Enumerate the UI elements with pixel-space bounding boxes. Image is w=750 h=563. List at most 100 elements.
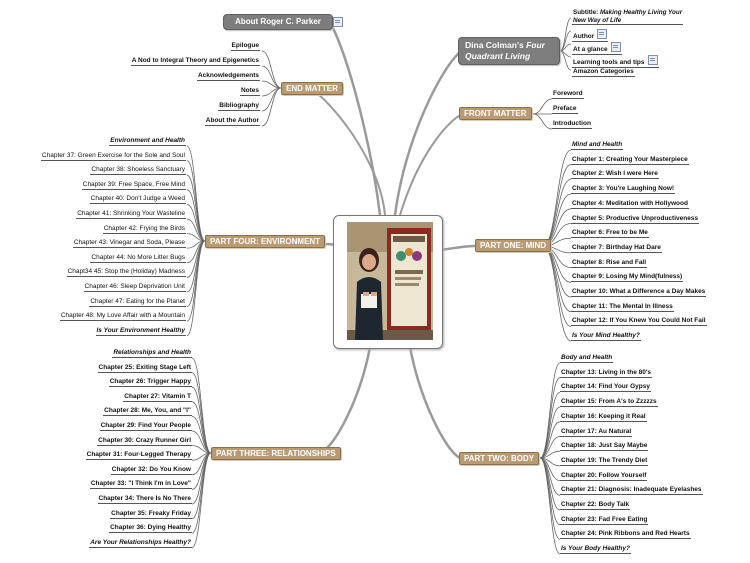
part-four-item[interactable]: Environment and Health xyxy=(109,137,186,146)
part-three-item[interactable]: Chapter 36: Dying Healthy xyxy=(109,524,192,534)
part-four-item[interactable]: Chapt34 45: Stop the (Holiday) Madness xyxy=(66,268,186,278)
subtitle-text-2: New Way of Life xyxy=(573,16,622,24)
part-one-item[interactable]: Chapter 12: If You Knew You Could Not Fa… xyxy=(571,317,707,327)
end-matter-branch[interactable]: END MATTER xyxy=(281,82,343,95)
part-one-item[interactable]: Chapter 3: You're Laughing Now! xyxy=(571,185,676,195)
connector-line xyxy=(393,51,461,216)
part-four-item[interactable]: Chapter 39: Free Space, Free Mind xyxy=(81,180,186,190)
connector-line xyxy=(539,436,561,459)
front-matter-branch[interactable]: FRONT MATTER xyxy=(459,107,532,120)
part-four-item[interactable]: Chapter 37: Green Exercise for the Sole … xyxy=(40,151,186,161)
part-four-item[interactable]: Chapter 44: No More Litter Bugs xyxy=(90,253,186,263)
part-three-item[interactable]: Chapter 31: Four-Legged Therapy xyxy=(85,451,192,461)
author-item[interactable]: Author xyxy=(572,29,609,42)
part-two-item[interactable]: Chapter 18: Just Say Maybe xyxy=(560,442,649,452)
part-three-item[interactable]: Chapter 26: Trigger Happy xyxy=(108,378,192,388)
part-one-item[interactable]: Chapter 11: The Mental In Illness xyxy=(571,302,674,312)
part-two-item[interactable]: Chapter 14: Find Your Gypsy xyxy=(560,383,651,393)
part-two-item[interactable]: Chapter 22: Body Talk xyxy=(560,501,631,510)
book-title-node[interactable]: Dina Colman's Four Quadrant Living xyxy=(458,37,560,65)
end-matter-item[interactable]: About the Author xyxy=(204,117,260,126)
end-matter-item[interactable]: Acknowledgements xyxy=(196,72,260,81)
note-icon[interactable] xyxy=(333,17,343,27)
amazon-categories-item[interactable]: Amazon Categories xyxy=(572,68,635,77)
note-icon[interactable] xyxy=(647,55,658,65)
part-four-item[interactable]: Chapter 43: Vinegar and Soda, Please xyxy=(72,239,186,249)
part-two-branch[interactable]: PART TWO: BODY xyxy=(459,452,540,465)
part-one-item[interactable]: Chapter 6: Free to be Me xyxy=(571,229,649,239)
note-icon[interactable] xyxy=(610,42,621,52)
part-three-item[interactable]: Chapter 32: Do You Know xyxy=(110,465,192,475)
connector-line xyxy=(542,245,572,327)
subtitle-item[interactable]: Subtitle: Making Healthy Living Your New… xyxy=(572,9,684,25)
part-three-item[interactable]: Chapter 27: Vitamin T xyxy=(123,392,192,402)
part-four-item[interactable]: Chapter 42: Frying the Birds xyxy=(102,224,186,234)
about-author-label: About Roger C. Parker xyxy=(235,17,321,26)
end-matter-item[interactable]: Notes xyxy=(239,87,260,96)
part-two-item[interactable]: Is Your Body Healthy? xyxy=(560,545,631,555)
part-one-item[interactable]: Mind and Health xyxy=(571,141,624,150)
part-two-item[interactable]: Chapter 15: From A's to Zzzzzs xyxy=(560,398,658,408)
connector-line xyxy=(542,164,572,247)
part-two-item[interactable]: Chapter 16: Keeping it Real xyxy=(560,412,647,422)
connector-line xyxy=(261,65,282,89)
part-one-item[interactable]: Chapter 5: Productive Unproductiveness xyxy=(571,214,700,224)
part-two-item[interactable]: Chapter 20: Follow Yourself xyxy=(560,471,648,481)
part-one-item[interactable]: Chapter 9: Losing My Mind(fulness) xyxy=(571,273,684,283)
about-author-node[interactable]: About Roger C. Parker xyxy=(223,14,333,30)
learning-tools-item[interactable]: Learning tools and tips xyxy=(572,55,659,68)
connector-line xyxy=(186,240,206,337)
part-three-item[interactable]: Chapter 35: Freaky Friday xyxy=(110,509,192,519)
part-one-item[interactable]: Chapter 4: Meditation with Hollywood xyxy=(571,199,689,209)
connector-line xyxy=(440,244,477,252)
part-three-item[interactable]: Relationships and Health xyxy=(112,349,192,358)
part-two-item[interactable]: Body and Health xyxy=(560,354,614,363)
at-a-glance-item[interactable]: At a glance xyxy=(572,42,622,55)
part-four-item[interactable]: Chapter 40: Don't Judge a Weed xyxy=(89,195,186,205)
part-two-item[interactable]: Chapter 19: The Trendy Diet xyxy=(560,456,649,466)
connector-line xyxy=(191,452,212,534)
part-four-item[interactable]: Chapter 41: Shrinking Your Wasteline xyxy=(76,210,186,219)
connector-line xyxy=(186,240,206,322)
front-matter-item[interactable]: Preface xyxy=(552,105,578,114)
part-three-branch[interactable]: PART THREE: RELATIONSHIPS xyxy=(211,447,341,460)
part-four-branch[interactable]: PART FOUR: ENVIRONMENT xyxy=(205,235,326,248)
part-three-item[interactable]: Chapter 29: Find Your People xyxy=(99,422,192,431)
connector-line xyxy=(186,174,206,242)
part-two-item[interactable]: Chapter 21: Diagnosis: Inadequate Eyelas… xyxy=(560,486,703,496)
part-one-item[interactable]: Chapter 10: What a Difference a Day Make… xyxy=(571,288,707,297)
part-one-item[interactable]: Chapter 2: Wish I were Here xyxy=(571,170,659,180)
part-one-item[interactable]: Chapter 7: Birthday Hat Dare xyxy=(571,243,662,253)
part-three-item[interactable]: Chapter 28: Me, You, and "I" xyxy=(103,407,192,417)
part-one-item[interactable]: Chapter 1: Creating Your Masterpiece xyxy=(571,155,689,165)
amazon-categories-label: Amazon Categories xyxy=(573,68,634,75)
note-icon[interactable] xyxy=(597,29,608,39)
part-three-item[interactable]: Chapter 33: "I Think I'm in Love" xyxy=(89,480,192,490)
part-two-item[interactable]: Chapter 13: Living in the 80's xyxy=(560,368,653,378)
end-matter-item[interactable]: A Nod to Integral Theory and Epigenetics xyxy=(130,57,260,66)
part-three-item[interactable]: Chapter 30: Crazy Runner Girl xyxy=(97,436,192,446)
part-four-item[interactable]: Is Your Environment Healthy xyxy=(95,326,186,336)
part-three-item[interactable]: Are Your Relationships Healthy? xyxy=(89,538,192,548)
part-one-branch[interactable]: PART ONE: MIND xyxy=(475,239,552,252)
front-matter-item[interactable]: Introduction xyxy=(552,120,592,129)
part-two-item[interactable]: Chapter 17: Au Natural xyxy=(560,427,633,437)
end-matter-item[interactable]: Epilogue xyxy=(230,42,260,51)
subtitle-label: Subtitle: xyxy=(573,9,600,16)
connector-line xyxy=(539,406,561,459)
part-four-item[interactable]: Chapter 47: Eating for the Planet xyxy=(89,297,186,307)
part-four-item[interactable]: Chapter 46: Sleep Deprivation Unit xyxy=(83,283,186,292)
part-four-item[interactable]: Chapter 38: Shoeless Sanctuary xyxy=(90,166,186,176)
part-three-item[interactable]: Chapter 25: Exiting Stage Left xyxy=(97,363,192,373)
part-one-item[interactable]: Chapter 8: Rise and Fall xyxy=(571,258,648,268)
part-two-item[interactable]: Chapter 23: Fad Free Eating xyxy=(560,515,649,525)
connector-line xyxy=(399,113,463,216)
front-matter-item[interactable]: Foreword xyxy=(552,90,584,99)
part-three-item[interactable]: Chapter 34: There Is No There xyxy=(97,495,192,504)
book-title-line1: Dina Colman's xyxy=(465,40,527,50)
end-matter-item[interactable]: Bibliography xyxy=(218,102,260,111)
part-four-item[interactable]: Chapter 48: My Love Affair with a Mounta… xyxy=(59,312,186,322)
connector-line xyxy=(542,245,572,298)
part-one-item[interactable]: Is Your Mind Healthy? xyxy=(571,332,641,342)
part-two-item[interactable]: Chapter 24: Pink Ribbons and Red Hearts xyxy=(560,530,691,540)
